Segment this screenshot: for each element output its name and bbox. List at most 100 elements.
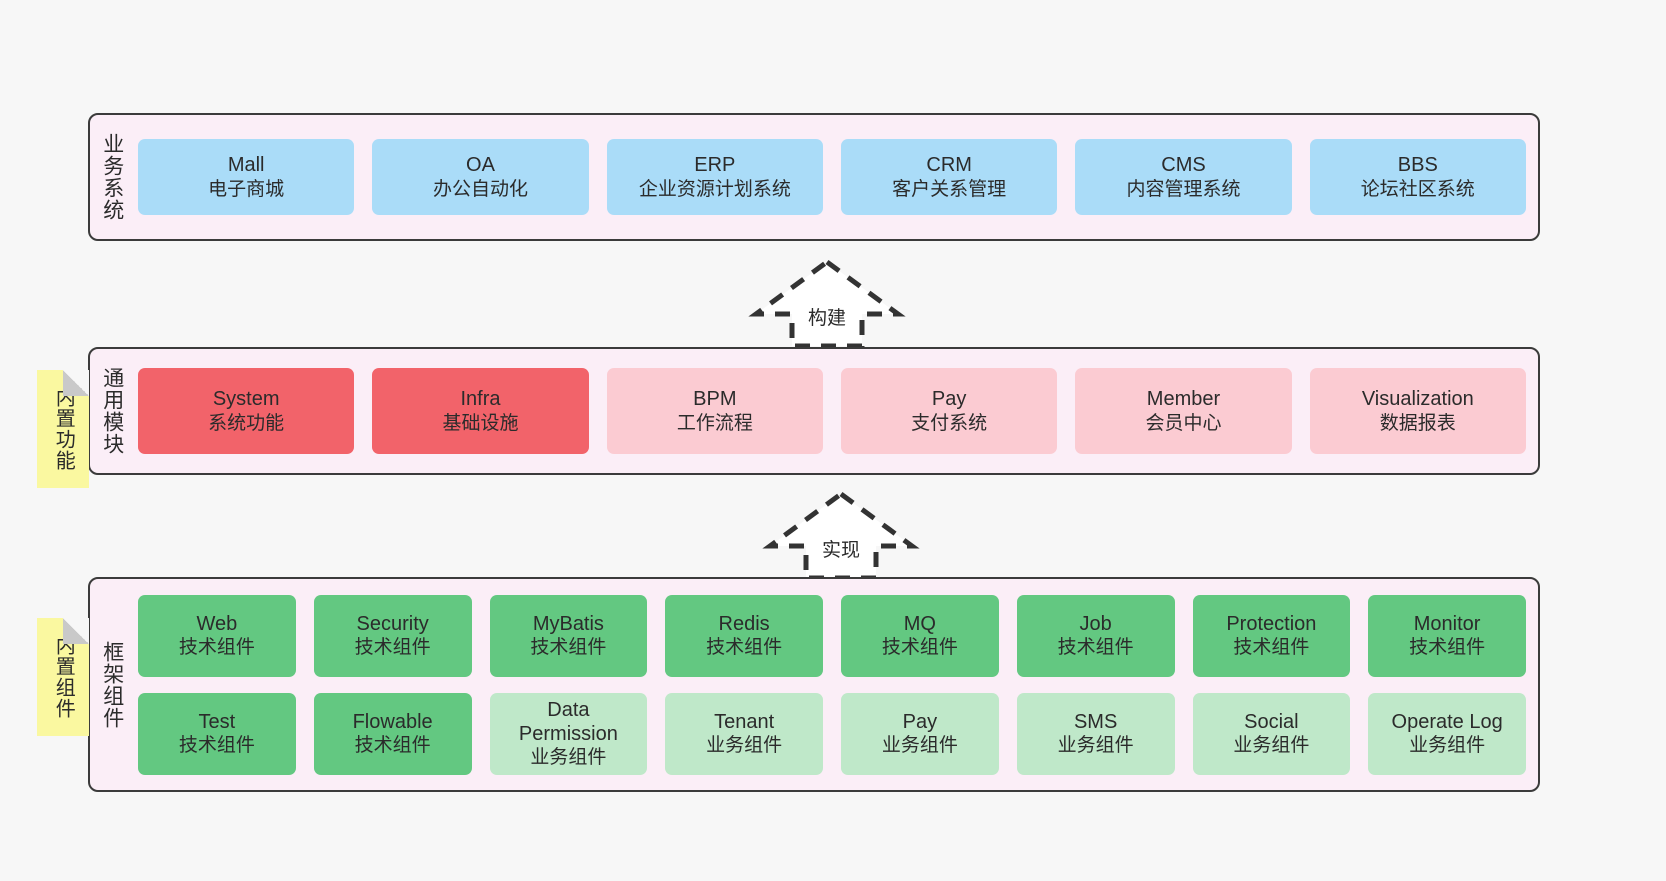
node-tenant[interactable]: Tenant 业务组件 — [665, 692, 823, 775]
node-cms[interactable]: CMS 内容管理系统 — [1075, 139, 1292, 215]
node-test[interactable]: Test 技术组件 — [138, 692, 296, 775]
node-social-cn: 业务组件 — [1233, 735, 1310, 757]
business-systems-row: Mall 电子商城 OA 办公自动化 ERP 企业资源计划系统 CRM 客户关系… — [138, 139, 1526, 215]
sticky-note-builtin-component: 内置组件 — [37, 618, 89, 736]
node-security[interactable]: Security 技术组件 — [313, 594, 472, 677]
node-tenant-en: Tenant — [714, 710, 775, 733]
node-bbs-cn: 论坛社区系统 — [1360, 178, 1475, 200]
node-visualization-en: Visualization — [1361, 388, 1474, 411]
node-mq-en: MQ — [903, 612, 936, 635]
node-system-cn: 系统功能 — [208, 412, 285, 434]
node-oa-cn: 办公自动化 — [432, 178, 528, 200]
arrow-implement: 实现 — [762, 490, 920, 581]
node-mybatis[interactable]: MyBatis 技术组件 — [489, 594, 648, 677]
layer-body-business-systems: Mall 电子商城 OA 办公自动化 ERP 企业资源计划系统 CRM 客户关系… — [134, 115, 1538, 239]
node-sms[interactable]: SMS 业务组件 — [1016, 692, 1175, 775]
node-web-en: Web — [196, 612, 238, 635]
layer-framework-components: 框架组件 Web 技术组件 Security 技术组件 MyBatis 技术组件… — [88, 577, 1540, 792]
layer-body-framework-components: Web 技术组件 Security 技术组件 MyBatis 技术组件 Redi… — [134, 579, 1538, 790]
node-tenant-cn: 业务组件 — [706, 735, 783, 757]
node-mall[interactable]: Mall 电子商城 — [138, 139, 355, 215]
node-security-en: Security — [356, 612, 429, 635]
node-pay-module-cn: 支付系统 — [911, 412, 988, 434]
node-web[interactable]: Web 技术组件 — [138, 594, 296, 677]
node-mybatis-en: MyBatis — [532, 612, 604, 635]
node-protection[interactable]: Protection 技术组件 — [1192, 594, 1351, 677]
node-monitor[interactable]: Monitor 技术组件 — [1368, 594, 1526, 677]
arrow-build: 构建 — [748, 258, 906, 349]
node-social-en: Social — [1244, 710, 1299, 733]
node-visualization[interactable]: Visualization 数据报表 — [1309, 368, 1526, 454]
node-redis-en: Redis — [718, 612, 770, 635]
node-visualization-cn: 数据报表 — [1379, 412, 1456, 434]
node-infra-en: Infra — [460, 388, 501, 411]
node-pay-component-cn: 业务组件 — [881, 735, 958, 757]
node-protection-en: Protection — [1226, 612, 1317, 635]
layer-common-modules: 通用模块 System 系统功能 Infra 基础设施 BPM 工作流程 Pay… — [88, 347, 1540, 475]
arrow-build-label: 构建 — [807, 308, 846, 329]
node-test-cn: 技术组件 — [178, 735, 255, 757]
node-system-en: System — [212, 388, 280, 411]
node-sms-en: SMS — [1073, 710, 1118, 733]
sticky-note-builtin-function: 内置功能 — [37, 370, 89, 488]
node-oa-en: OA — [466, 154, 495, 177]
node-bpm[interactable]: BPM 工作流程 — [606, 368, 823, 454]
node-bbs[interactable]: BBS 论坛社区系统 — [1309, 139, 1526, 215]
node-social[interactable]: Social 业务组件 — [1192, 692, 1351, 775]
node-test-en: Test — [198, 710, 236, 733]
node-data-permission-en: Data Permission — [518, 698, 618, 745]
node-pay-module-en: Pay — [931, 388, 967, 411]
node-erp[interactable]: ERP 企业资源计划系统 — [606, 139, 823, 215]
node-member-cn: 会员中心 — [1145, 412, 1222, 434]
node-pay-component-en: Pay — [902, 710, 938, 733]
node-security-cn: 技术组件 — [354, 637, 431, 659]
node-infra-cn: 基础设施 — [442, 412, 519, 434]
node-cms-en: CMS — [1161, 154, 1206, 177]
node-operate-log-cn: 业务组件 — [1409, 735, 1486, 757]
node-flowable[interactable]: Flowable 技术组件 — [313, 692, 472, 775]
arrow-implement-label: 实现 — [821, 540, 860, 561]
node-pay-module[interactable]: Pay 支付系统 — [840, 368, 1058, 454]
layer-title-business-systems: 业务系统 — [100, 133, 124, 221]
node-monitor-cn: 技术组件 — [1409, 637, 1486, 659]
node-mybatis-cn: 技术组件 — [530, 637, 607, 659]
node-mq[interactable]: MQ 技术组件 — [841, 594, 999, 677]
framework-tech-row: Web 技术组件 Security 技术组件 MyBatis 技术组件 Redi… — [138, 594, 1526, 677]
node-redis[interactable]: Redis 技术组件 — [665, 594, 823, 677]
layer-body-common-modules: System 系统功能 Infra 基础设施 BPM 工作流程 Pay 支付系统… — [134, 349, 1538, 473]
node-member[interactable]: Member 会员中心 — [1075, 368, 1292, 454]
node-flowable-cn: 技术组件 — [354, 735, 431, 757]
node-operate-log-en: Operate Log — [1391, 710, 1503, 733]
node-job[interactable]: Job 技术组件 — [1016, 594, 1175, 677]
node-mall-cn: 电子商城 — [208, 178, 285, 200]
common-modules-row: System 系统功能 Infra 基础设施 BPM 工作流程 Pay 支付系统… — [138, 368, 1526, 454]
node-erp-en: ERP — [694, 154, 736, 177]
node-job-cn: 技术组件 — [1057, 637, 1134, 659]
node-bpm-en: BPM — [693, 388, 737, 411]
node-crm-cn: 客户关系管理 — [892, 178, 1007, 200]
node-infra[interactable]: Infra 基础设施 — [372, 368, 589, 454]
node-protection-cn: 技术组件 — [1233, 637, 1310, 659]
sticky-note-builtin-component-label: 内置组件 — [52, 635, 75, 719]
layer-title-common-modules: 通用模块 — [100, 367, 124, 455]
node-web-cn: 技术组件 — [178, 637, 255, 659]
node-crm[interactable]: CRM 客户关系管理 — [840, 139, 1058, 215]
node-sms-cn: 业务组件 — [1057, 735, 1134, 757]
node-data-permission[interactable]: Data Permission 业务组件 — [489, 692, 648, 775]
node-data-permission-cn: 业务组件 — [530, 747, 607, 769]
node-erp-cn: 企业资源计划系统 — [638, 178, 791, 200]
node-bpm-cn: 工作流程 — [676, 412, 753, 434]
node-redis-cn: 技术组件 — [706, 637, 783, 659]
node-crm-en: CRM — [926, 154, 972, 177]
layer-title-framework-components: 框架组件 — [100, 640, 124, 729]
node-monitor-en: Monitor — [1413, 612, 1481, 635]
node-system[interactable]: System 系统功能 — [138, 368, 355, 454]
node-oa[interactable]: OA 办公自动化 — [372, 139, 589, 215]
node-job-en: Job — [1079, 612, 1112, 635]
node-mq-cn: 技术组件 — [881, 637, 958, 659]
node-operate-log[interactable]: Operate Log 业务组件 — [1368, 692, 1526, 775]
node-bbs-en: BBS — [1397, 154, 1438, 177]
node-pay-component[interactable]: Pay 业务组件 — [841, 692, 999, 775]
node-member-en: Member — [1146, 388, 1221, 411]
